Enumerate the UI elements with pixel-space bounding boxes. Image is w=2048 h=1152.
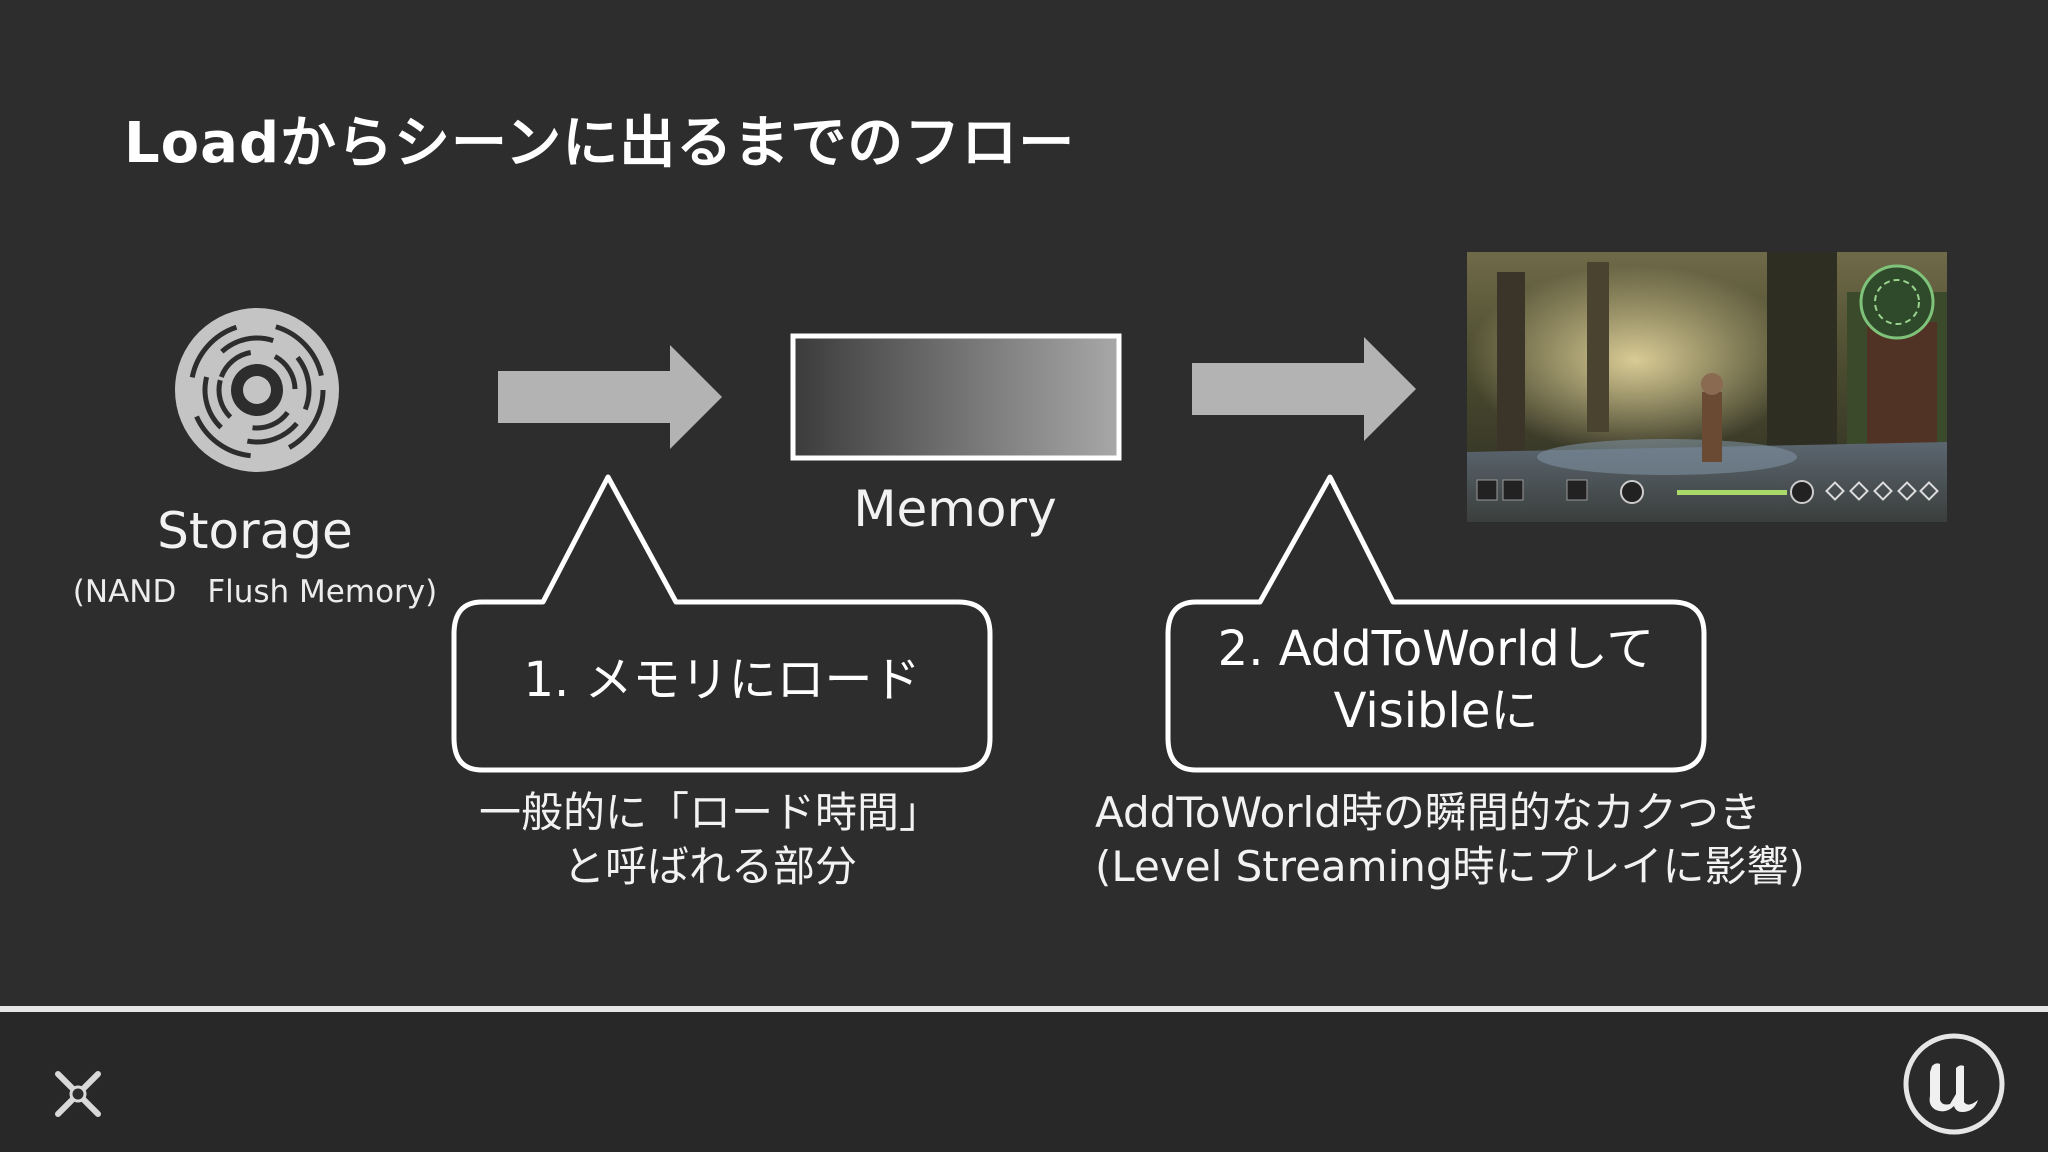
footer-divider (0, 1006, 2048, 1012)
memory-block (790, 333, 1122, 461)
game-scene-screenshot (1467, 252, 1947, 522)
step2-label-line2: Visibleに (1333, 683, 1539, 739)
disc-icon (175, 308, 339, 472)
step1-note-line1: 一般的に「ロード時間」 (478, 788, 941, 837)
step2-note-line1: AddToWorld時の瞬間的なカクつき (1095, 788, 1761, 837)
right-arrow-icon (1192, 337, 1416, 441)
step1-note-line2: と呼ばれる部分 (562, 842, 857, 891)
callout-bubble-load (451, 474, 993, 773)
storage-label: Storage (157, 502, 353, 560)
unreal-engine-logo (1903, 1033, 2005, 1135)
callout-bubble-addtoworld (1165, 474, 1707, 773)
step2-note-line2: (Level Streaming時にプレイに影響) (1095, 842, 1805, 891)
storage-sublabel: (NAND Flush Memory) (72, 574, 438, 610)
memory-label: Memory (853, 480, 1057, 538)
step2-label-line1: 2. AddToWorldして (1217, 621, 1655, 677)
slide-title: Loadからシーンに出るまでのフロー (124, 111, 1076, 176)
step1-label: 1. メモリにロード (523, 652, 921, 708)
right-arrow-icon (498, 345, 722, 449)
footer-bar (0, 1012, 2048, 1152)
crossed-swords-logo (55, 1071, 101, 1117)
